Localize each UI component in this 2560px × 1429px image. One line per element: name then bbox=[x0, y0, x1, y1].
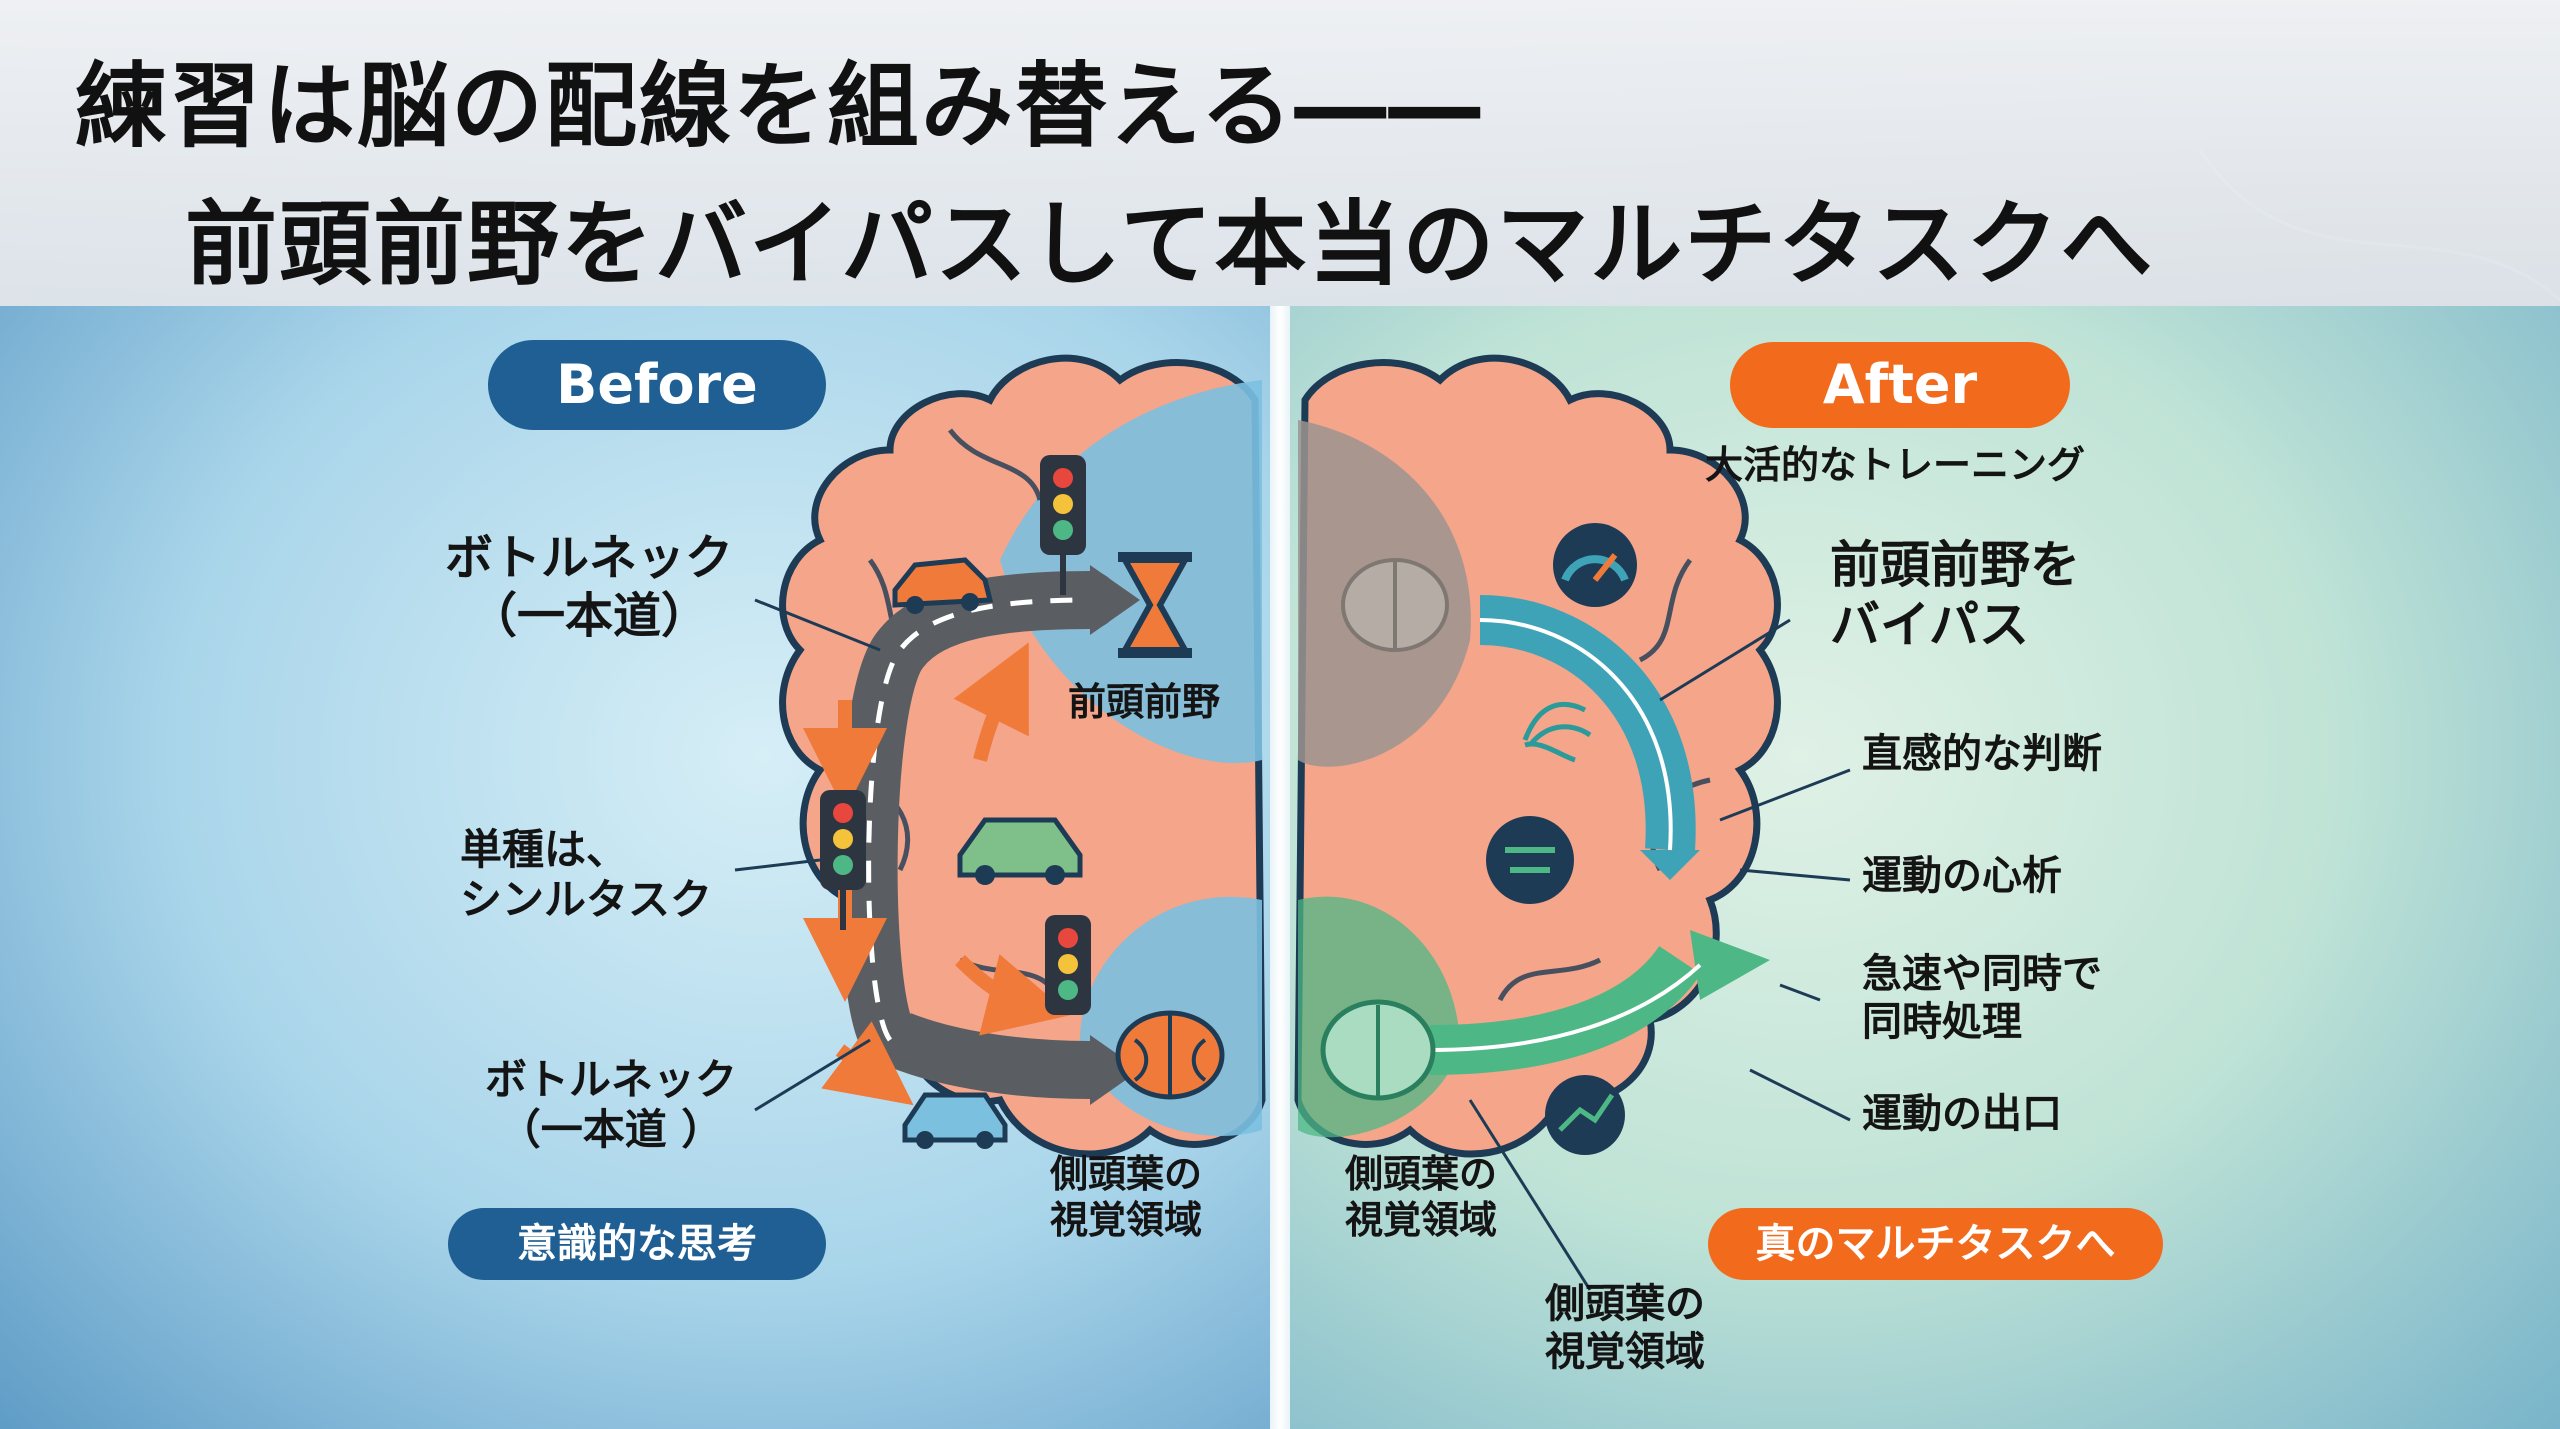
chart-icon bbox=[1545, 1075, 1625, 1155]
brain-icon-orange bbox=[1115, 1010, 1225, 1100]
single-task-label: 単種は、 シンルタスク bbox=[460, 825, 712, 926]
prefrontal-label: 前頭前野 bbox=[1068, 680, 1221, 724]
bypass-line1: 前頭前野を bbox=[1830, 536, 2080, 594]
temporal-before-line1: 側頭葉の bbox=[1050, 1152, 1203, 1196]
title-line-1: 練習は脳の配線を組み替える―― bbox=[75, 53, 1483, 160]
hourglass-icon bbox=[1118, 552, 1192, 658]
temporal-inner-line1: 側頭葉の bbox=[1345, 1152, 1498, 1196]
rapid-line2: 同時処理 bbox=[1862, 999, 2022, 1045]
rapid-processing-label: 急速や同時で 同時処理 bbox=[1862, 950, 2102, 1046]
car-icon-blue bbox=[902, 1092, 1008, 1149]
motor-output-label: 運動の出口 bbox=[1862, 1091, 2062, 1137]
green-brain-icon bbox=[1320, 999, 1436, 1101]
single-task-line1: 単種は、 bbox=[460, 825, 629, 874]
traffic-light-top bbox=[1040, 455, 1086, 595]
bottleneck-bottom-line2: （一本道 ） bbox=[498, 1105, 724, 1155]
motor-analysis-label: 運動の心析 bbox=[1862, 853, 2062, 899]
title-line-2: 前頭前野をバイパスして本当のマルチタスクへ bbox=[185, 191, 2155, 298]
after-badge: After bbox=[1730, 342, 2070, 428]
bottleneck-top-label: ボトルネック （一本道） bbox=[445, 530, 733, 645]
gray-brain-icon bbox=[1341, 558, 1449, 652]
before-badge: Before bbox=[488, 340, 826, 430]
left-brain-hemisphere bbox=[734, 354, 1266, 1158]
true-multitask-badge: 真のマルチタスクへ bbox=[1708, 1208, 2163, 1280]
bypass-label: 前頭前野を バイパス bbox=[1830, 535, 2080, 655]
temporal-label-before: 側頭葉の 視覚領域 bbox=[1050, 1152, 1202, 1243]
conscious-thinking-badge: 意識的な思考 bbox=[448, 1208, 826, 1280]
car-icon-orange bbox=[892, 557, 994, 614]
intuitive-judgment-label: 直感的な判断 bbox=[1862, 731, 2102, 777]
traffic-light-mid bbox=[820, 790, 866, 930]
bottleneck-bottom-label: ボトルネック （一本道 ） bbox=[485, 1055, 737, 1156]
temporal-before-line2: 視覚領域 bbox=[1050, 1197, 1203, 1242]
training-subtitle: 大活的なトレーニング bbox=[1705, 443, 2086, 487]
panel-divider bbox=[1270, 306, 1290, 1429]
bypass-line2: バイパス bbox=[1830, 596, 2029, 654]
single-task-line2: シンルタスク bbox=[460, 875, 713, 925]
speed-icon bbox=[1486, 816, 1574, 904]
bottleneck-top-line1: ボトルネック bbox=[445, 530, 734, 586]
temporal-label-after-outer: 側頭葉の 視覚領域 bbox=[1545, 1280, 1705, 1376]
sprout-icon bbox=[1522, 702, 1592, 763]
temporal-inner-line2: 視覚領域 bbox=[1345, 1197, 1498, 1242]
rapid-line1: 急速や同時で bbox=[1862, 951, 2102, 997]
bottleneck-top-line2: （一本道） bbox=[469, 587, 710, 644]
temporal-outer-line1: 側頭葉の bbox=[1545, 1281, 1705, 1327]
bottleneck-bottom-line1: ボトルネック bbox=[485, 1055, 738, 1104]
traffic-light-bottom bbox=[1045, 915, 1091, 1015]
gauge-icon bbox=[1553, 523, 1637, 607]
temporal-label-after-inner: 側頭葉の 視覚領域 bbox=[1345, 1152, 1497, 1243]
temporal-outer-line2: 視覚領域 bbox=[1545, 1329, 1705, 1375]
right-brain-hemisphere bbox=[1294, 354, 1851, 1291]
title-band bbox=[0, 0, 2560, 306]
car-icon-green bbox=[957, 817, 1083, 885]
